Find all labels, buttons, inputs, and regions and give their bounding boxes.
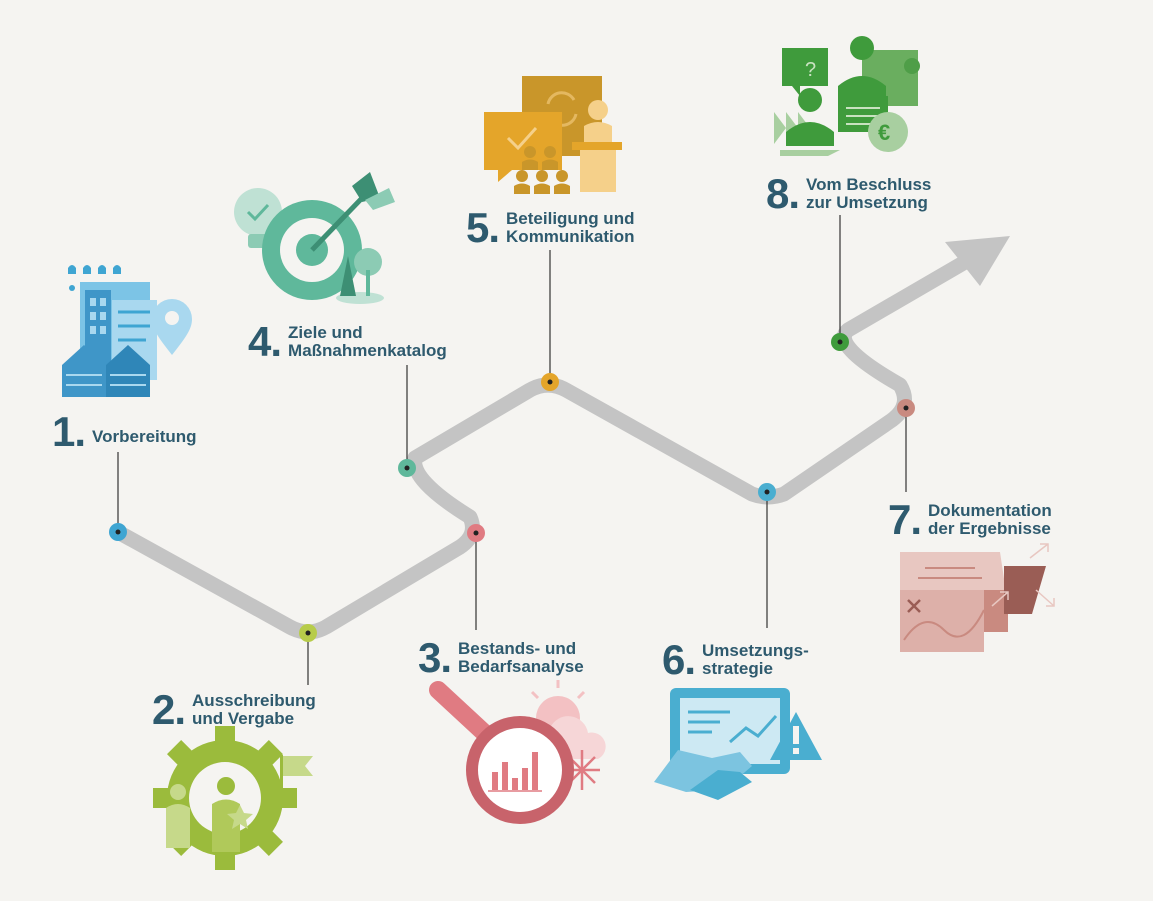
step-8-number: 8 xyxy=(766,170,789,217)
magnifier-chart-weather-icon xyxy=(429,680,606,824)
step-8-label-line1: Vom Beschluss xyxy=(806,175,932,194)
step-7: 7. Dokumentation der Ergebnisse xyxy=(888,496,1052,543)
step-5-label-line2: Kommunikation xyxy=(506,227,635,246)
step-6-number: 6 xyxy=(662,636,685,683)
step-3-number: 3 xyxy=(418,634,441,681)
process-path xyxy=(110,236,1010,640)
step-4-label-line1: Ziele und xyxy=(288,323,363,342)
connector-lines xyxy=(117,215,907,685)
step-5-number: 5 xyxy=(466,204,489,251)
gear-people-flag-icon xyxy=(153,726,313,870)
step-5-label-line1: Beteiligung und xyxy=(506,209,635,228)
step-1-number: 1 xyxy=(52,408,75,455)
step-3-label-line1: Bestands- und xyxy=(458,639,577,658)
step-6-label-line2: strategie xyxy=(702,659,773,678)
building-rain-location-icon xyxy=(62,265,192,397)
marker-6 xyxy=(758,483,776,501)
marker-1 xyxy=(109,523,127,541)
step-7-label-line1: Dokumentation xyxy=(928,501,1052,520)
marker-3 xyxy=(467,524,485,542)
step-4-number: 4 xyxy=(248,318,271,365)
step-8: 8. Vom Beschluss zur Umsetzung xyxy=(766,170,932,217)
marker-5 xyxy=(541,373,559,391)
speech-bubbles-presentation-icon xyxy=(484,76,622,194)
arrow-head-icon xyxy=(945,236,1010,286)
map-documents-icon xyxy=(900,543,1055,652)
svg-text:?: ? xyxy=(805,59,816,81)
step-2-number: 2 xyxy=(152,686,175,733)
step-2: 2. Ausschreibung und Vergabe xyxy=(152,686,316,733)
step-7-number: 7 xyxy=(888,496,911,543)
marker-2 xyxy=(299,624,317,642)
step-7-label-line2: der Ergebnisse xyxy=(928,519,1051,538)
step-1: 1. Vorbereitung xyxy=(52,408,197,455)
marker-7 xyxy=(897,399,915,417)
step-2-label-line1: Ausschreibung xyxy=(192,691,316,710)
step-3: 3. Bestands- und Bedarfsanalyse xyxy=(418,634,584,681)
step-8-label-line2: zur Umsetzung xyxy=(806,193,928,212)
handshake-tablet-warning-icon xyxy=(654,688,822,800)
svg-text:€: € xyxy=(878,120,890,145)
step-4-label-line2: Maßnahmenkatalog xyxy=(288,341,447,360)
path-markers xyxy=(109,333,915,642)
step-6: 6. Umsetzungs- strategie xyxy=(662,636,809,683)
step-3-label-line2: Bedarfsanalyse xyxy=(458,657,584,676)
step-4: 4. Ziele und Maßnahmenkatalog xyxy=(248,318,447,365)
step-6-label-line1: Umsetzungs- xyxy=(702,641,809,660)
step-1-label: Vorbereitung xyxy=(92,427,197,446)
marker-8 xyxy=(831,333,849,351)
marker-4 xyxy=(398,459,416,477)
step-5: 5. Beteiligung und Kommunikation xyxy=(466,204,635,251)
target-arrow-lightbulb-icon xyxy=(234,172,395,304)
step-2-label-line2: und Vergabe xyxy=(192,709,295,728)
people-puzzle-euro-icon: ? € xyxy=(774,36,920,156)
